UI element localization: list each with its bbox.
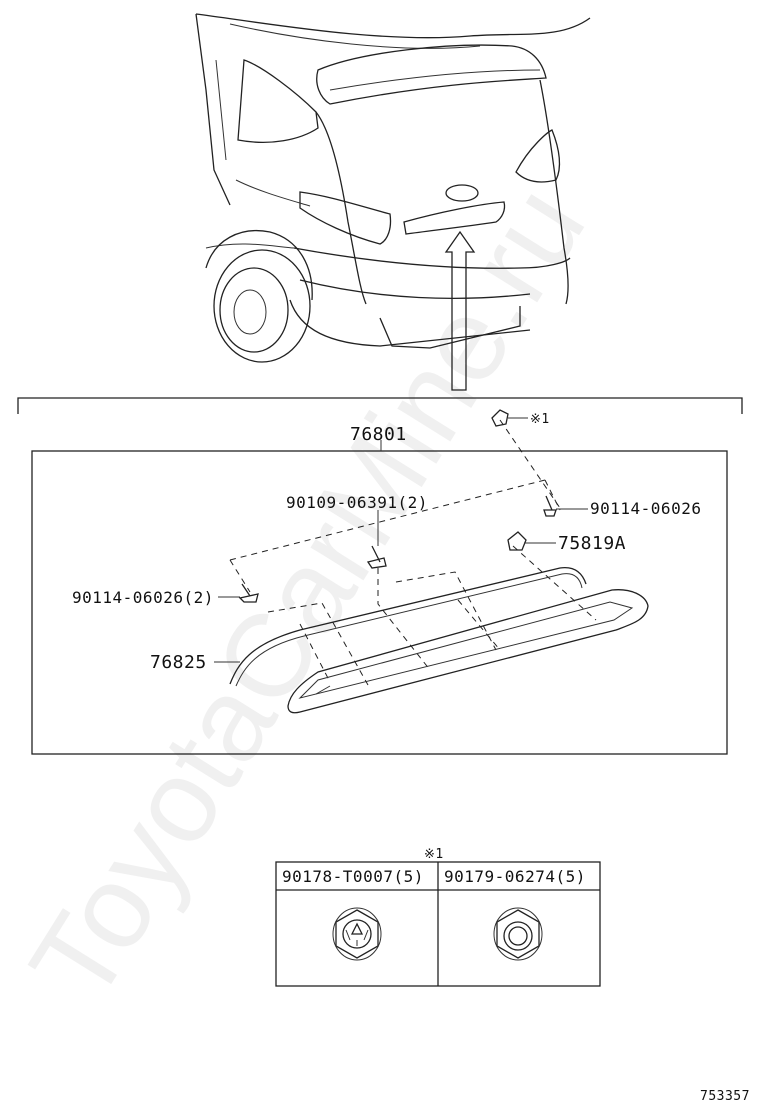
- nut-with-tabs-icon: [332, 907, 382, 961]
- location-arrow: [444, 230, 476, 391]
- table-col-part-1: 90178-T0007(5): [282, 867, 424, 886]
- assembly-part-number: 76801: [350, 424, 407, 445]
- bolt-center-part: [366, 545, 387, 569]
- seal-label: 76825: [150, 652, 207, 673]
- screw-upper-part: [543, 495, 557, 517]
- screw-left-label: 90114-06026(2): [72, 588, 214, 607]
- bolt-center-label: 90109-06391(2): [286, 493, 428, 512]
- screw-left-part: [238, 583, 259, 603]
- clip-part: [491, 409, 509, 427]
- clip-right-label: 75819A: [558, 533, 626, 554]
- assembly-frame: [31, 450, 728, 755]
- fastener-table: 90178-T0007(5) 90179-06274(5): [275, 861, 601, 987]
- stop-lamp-assembly: [229, 419, 649, 714]
- screw-upper-label: 90114-06026: [590, 499, 701, 518]
- clip-note-label: ※1: [530, 412, 550, 427]
- table-col-part-2: 90179-06274(5): [444, 867, 586, 886]
- clip-right-part: [507, 531, 527, 551]
- round-nut-icon: [493, 907, 543, 961]
- section-bracket: [17, 397, 743, 414]
- table-note: ※1: [424, 847, 444, 862]
- diagram-id: 753357: [700, 1089, 750, 1104]
- vehicle-rear-illustration: [195, 13, 591, 363]
